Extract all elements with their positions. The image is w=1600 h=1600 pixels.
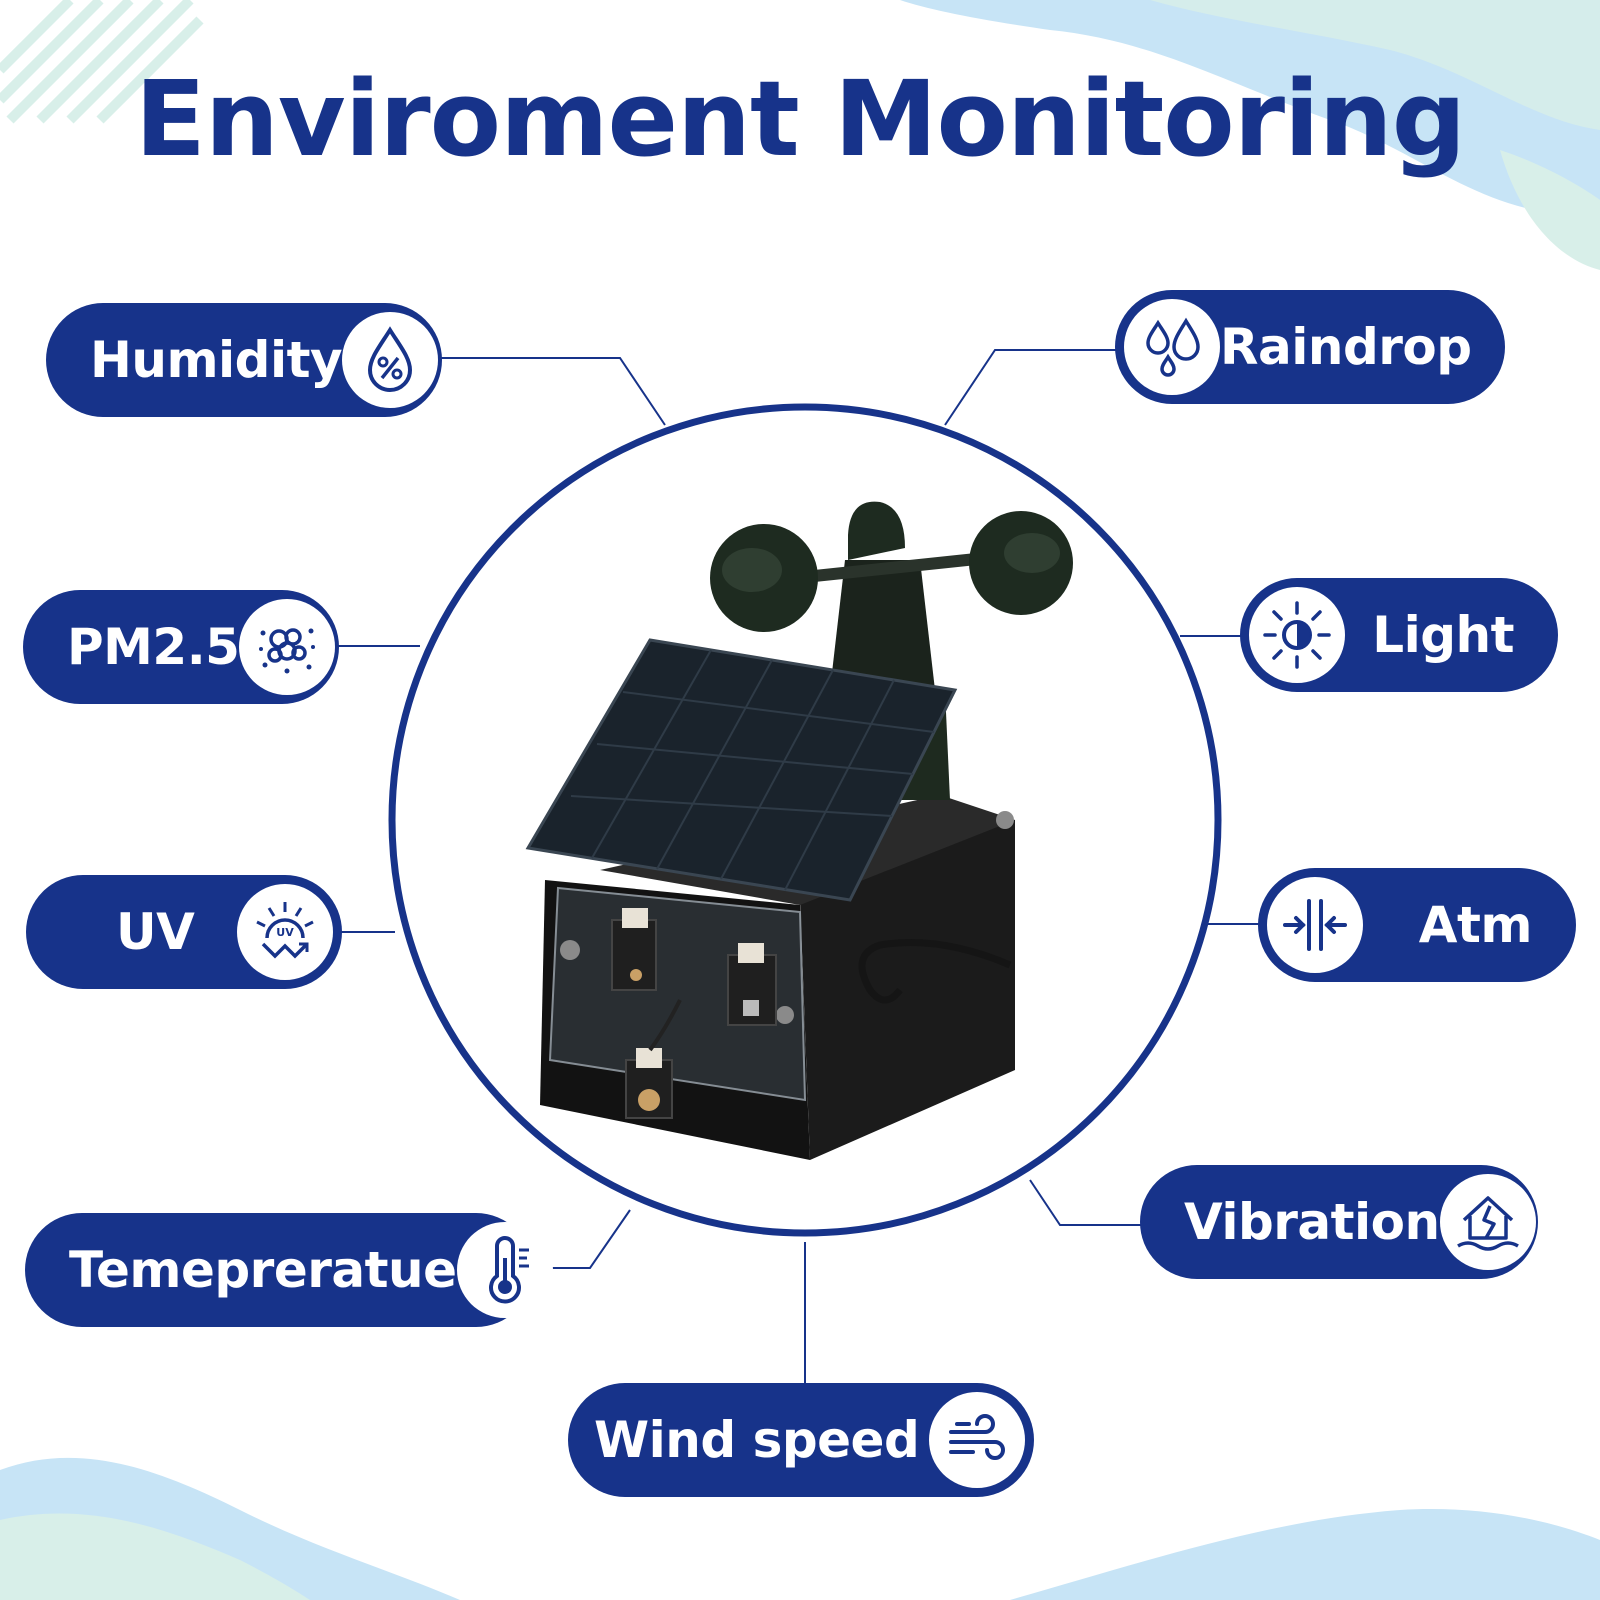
solar-panel bbox=[525, 638, 958, 902]
connector-humidity bbox=[437, 357, 666, 426]
sensor-label-wind-speed: Wind speed bbox=[594, 1411, 920, 1469]
sensor-label-temperature: Temepreratue bbox=[69, 1241, 457, 1299]
earthquake-house-icon bbox=[1439, 1174, 1536, 1270]
wind-icon bbox=[929, 1392, 1025, 1488]
sensor-pill-wind-speed: Wind speed bbox=[568, 1383, 1034, 1497]
solar-panel-grid bbox=[570, 649, 935, 891]
sensor-pill-pm25: PM2.5 bbox=[23, 590, 339, 704]
pressure-arrows-icon bbox=[1267, 877, 1363, 973]
connector-raindrop bbox=[944, 349, 1118, 426]
bg-wave-bottom-right bbox=[1010, 1509, 1600, 1600]
sensor-module-2 bbox=[727, 954, 777, 1026]
thermometer-icon bbox=[456, 1222, 553, 1318]
sensor-label-raindrop: Raindrop bbox=[1220, 318, 1472, 376]
particles-icon bbox=[239, 599, 336, 695]
bg-wave-bottom-left-mint bbox=[0, 1513, 310, 1600]
sensor-pill-atm: Atm bbox=[1258, 868, 1576, 982]
sensor-label-light: Light bbox=[1372, 606, 1514, 664]
bg-wave-right-mint bbox=[1500, 150, 1600, 270]
sensor-pill-humidity: Humidity bbox=[46, 303, 442, 417]
enclosure-side bbox=[800, 810, 1015, 1160]
sensor-label-pm25: PM2.5 bbox=[67, 618, 240, 676]
anemometer-cup-back bbox=[848, 501, 905, 560]
sensor-pill-uv: UV UV bbox=[26, 875, 342, 989]
sensor-pill-light: Light bbox=[1240, 578, 1558, 692]
sensor-label-atm: Atm bbox=[1418, 896, 1533, 954]
sensor-pill-vibration: Vibration bbox=[1140, 1165, 1538, 1279]
sensor-pill-temperature: Temepreratue bbox=[25, 1213, 553, 1327]
humidity-drop-percent-icon bbox=[342, 312, 439, 408]
sensor-label-vibration: Vibration bbox=[1184, 1193, 1440, 1251]
sensor-pill-raindrop: Raindrop bbox=[1115, 290, 1505, 404]
svg-text:UV: UV bbox=[276, 926, 294, 939]
power-cable bbox=[858, 939, 1012, 1004]
sensor-label-uv: UV bbox=[116, 903, 195, 961]
sensor-label-humidity: Humidity bbox=[90, 331, 343, 389]
raindrops-icon bbox=[1124, 299, 1220, 395]
uv-sun-icon: UV bbox=[237, 884, 333, 980]
page-title: Enviroment Monitoring bbox=[134, 58, 1466, 180]
bg-wave-top-right-mint bbox=[1150, 0, 1600, 130]
connector-vibration bbox=[1029, 1179, 1142, 1226]
light-bulb-sun-icon bbox=[1249, 587, 1345, 683]
weather-station-image bbox=[525, 501, 1073, 1160]
bg-stripes bbox=[0, 0, 204, 124]
